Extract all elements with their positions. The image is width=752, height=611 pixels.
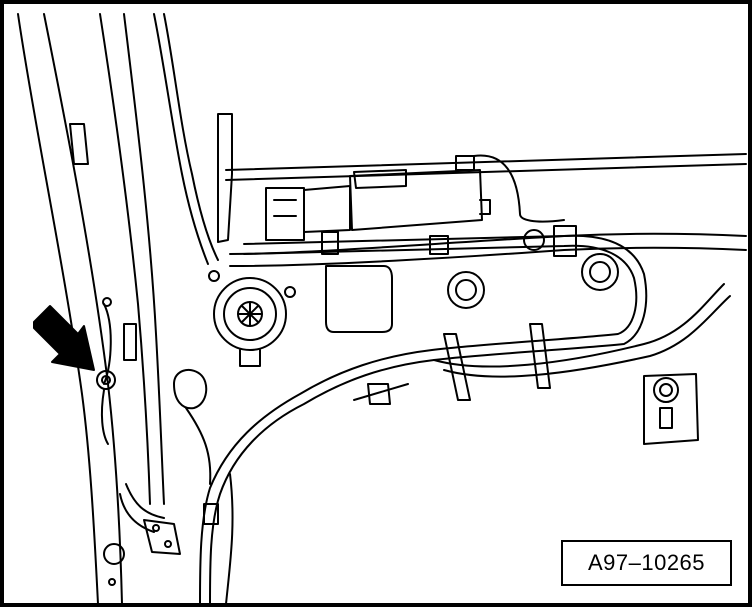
lower-bracket bbox=[143, 519, 181, 555]
pillar-cable bbox=[119, 13, 219, 533]
technical-line-drawing bbox=[17, 13, 747, 605]
control-module bbox=[265, 154, 565, 241]
main-harness bbox=[199, 234, 731, 605]
ground-bolt bbox=[96, 370, 116, 445]
a-pillar-panel bbox=[17, 13, 165, 605]
figure-reference-label: A97‒10265 bbox=[561, 540, 732, 586]
panel-cutouts bbox=[173, 113, 233, 485]
round-connector bbox=[213, 277, 287, 367]
harness-clips bbox=[203, 225, 577, 525]
grommets bbox=[208, 229, 619, 309]
pointer-arrow-icon bbox=[33, 305, 95, 371]
right-bracket bbox=[643, 373, 699, 445]
